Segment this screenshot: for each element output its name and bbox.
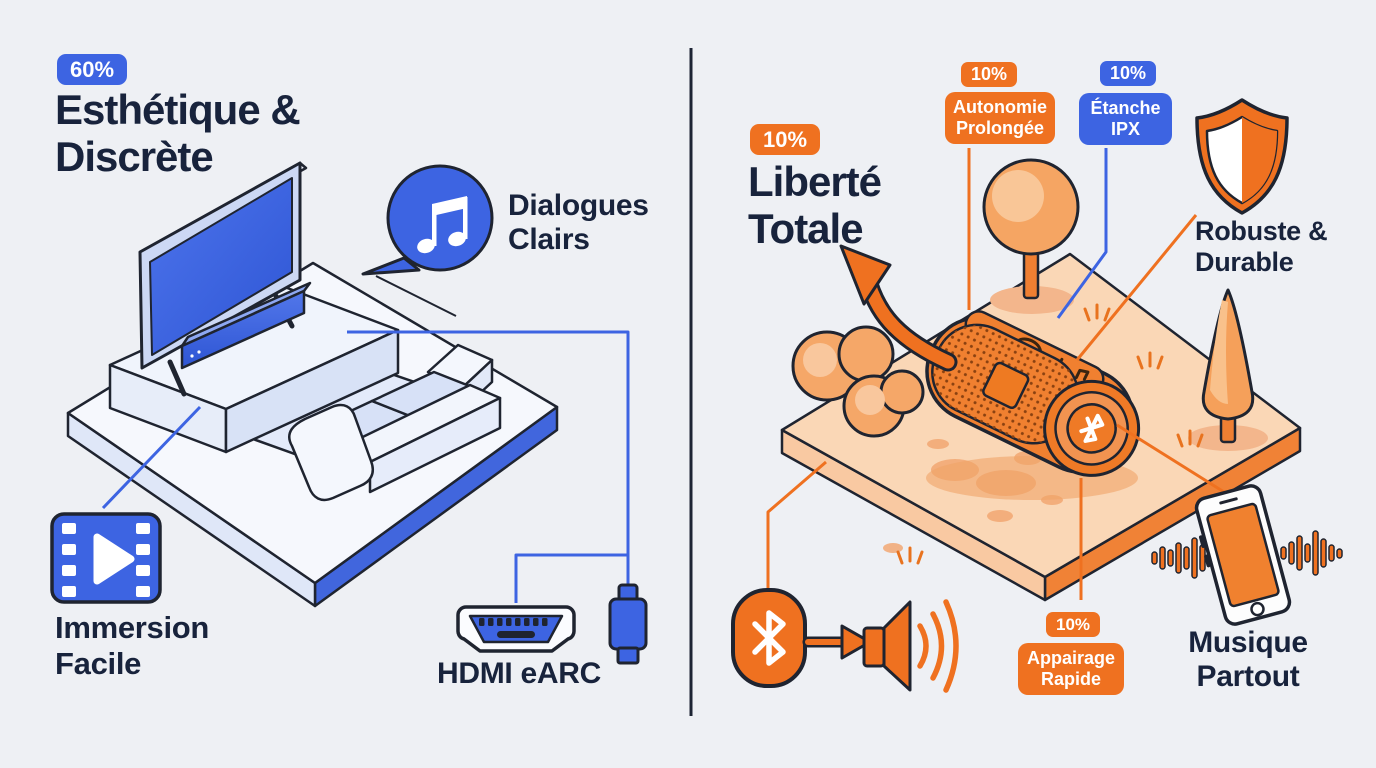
- outdoor-scene: [731, 98, 1343, 693]
- curved-arrow-icon: [839, 244, 958, 372]
- robuste-label: Robuste & Durable: [1195, 216, 1328, 278]
- pairing-arrow-icon: [802, 624, 872, 660]
- hdmi-port-icon: [456, 605, 576, 653]
- speaker-wave-icon: [862, 599, 959, 693]
- music-note-bubble-icon: [361, 164, 494, 317]
- hdmi-label: HDMI eARC: [437, 657, 601, 690]
- connector-lines-left: [101, 330, 630, 603]
- immersion-label: Immersion Facile: [55, 610, 209, 682]
- musique-line2: Partout: [1196, 660, 1300, 693]
- autonomie-pill: Autonomie Prolongée: [945, 92, 1055, 144]
- autonomie-percent-badge: 10%: [961, 62, 1018, 87]
- bluetooth-icon: [731, 588, 807, 688]
- appairage-pill: Appairage Rapide: [1018, 643, 1124, 695]
- robuste-line1: Robuste &: [1195, 216, 1328, 246]
- dialogues-label: Dialogues Clairs: [508, 189, 649, 257]
- hdmi-plug-icon: [608, 583, 648, 665]
- dialogues-line2: Clairs: [508, 223, 590, 256]
- connector-lines-right: [766, 148, 1233, 600]
- dialogues-line1: Dialogues: [508, 189, 649, 222]
- left-title-line2: Discrète: [55, 133, 214, 180]
- soundbar: [180, 281, 312, 370]
- autonomie-line2: Prolongée: [955, 118, 1044, 138]
- appairage-line2: Rapide: [1040, 669, 1101, 689]
- etanche-pill: Étanche IPX: [1079, 93, 1172, 145]
- musique-line1: Musique: [1188, 626, 1308, 659]
- round-tree: [982, 158, 1080, 314]
- waveform-right: [1280, 530, 1343, 576]
- living-room-scene: [50, 161, 648, 665]
- cone-tree: [1188, 288, 1268, 451]
- musique-label: Musique Partout: [1172, 626, 1324, 694]
- bushes: [791, 325, 925, 438]
- tv: [138, 161, 308, 397]
- appairage-line1: Appairage: [1026, 648, 1116, 668]
- sparkles: [896, 303, 1204, 565]
- left-title-line1: Esthétique &: [55, 86, 301, 133]
- portable-speaker: [925, 310, 1141, 477]
- immersion-line1: Immersion: [55, 610, 210, 645]
- right-title: Liberté Totale: [748, 158, 882, 252]
- immersion-line2: Facile: [55, 646, 142, 681]
- bluetooth-glyph: [1079, 413, 1105, 443]
- robuste-line2: Durable: [1195, 247, 1294, 277]
- appairage-percent-badge: 10%: [1046, 612, 1101, 637]
- autonomie-line1: Autonomie: [953, 97, 1047, 117]
- shield-icon: [1195, 98, 1289, 215]
- music-note-glyph: [417, 196, 468, 254]
- sofa: [288, 343, 502, 502]
- smartphone-icon: [1151, 484, 1343, 626]
- right-percent-badge: 10%: [750, 124, 821, 155]
- etanche-line1: Étanche: [1090, 98, 1161, 118]
- right-title-line1: Liberté: [748, 158, 882, 205]
- left-title: Esthétique & Discrète: [55, 86, 301, 180]
- right-title-line2: Totale: [748, 205, 864, 252]
- etanche-percent-badge: 10%: [1100, 61, 1157, 86]
- film-play-icon: [50, 512, 162, 604]
- left-percent-badge: 60%: [57, 54, 128, 85]
- etanche-line2: IPX: [1110, 119, 1140, 139]
